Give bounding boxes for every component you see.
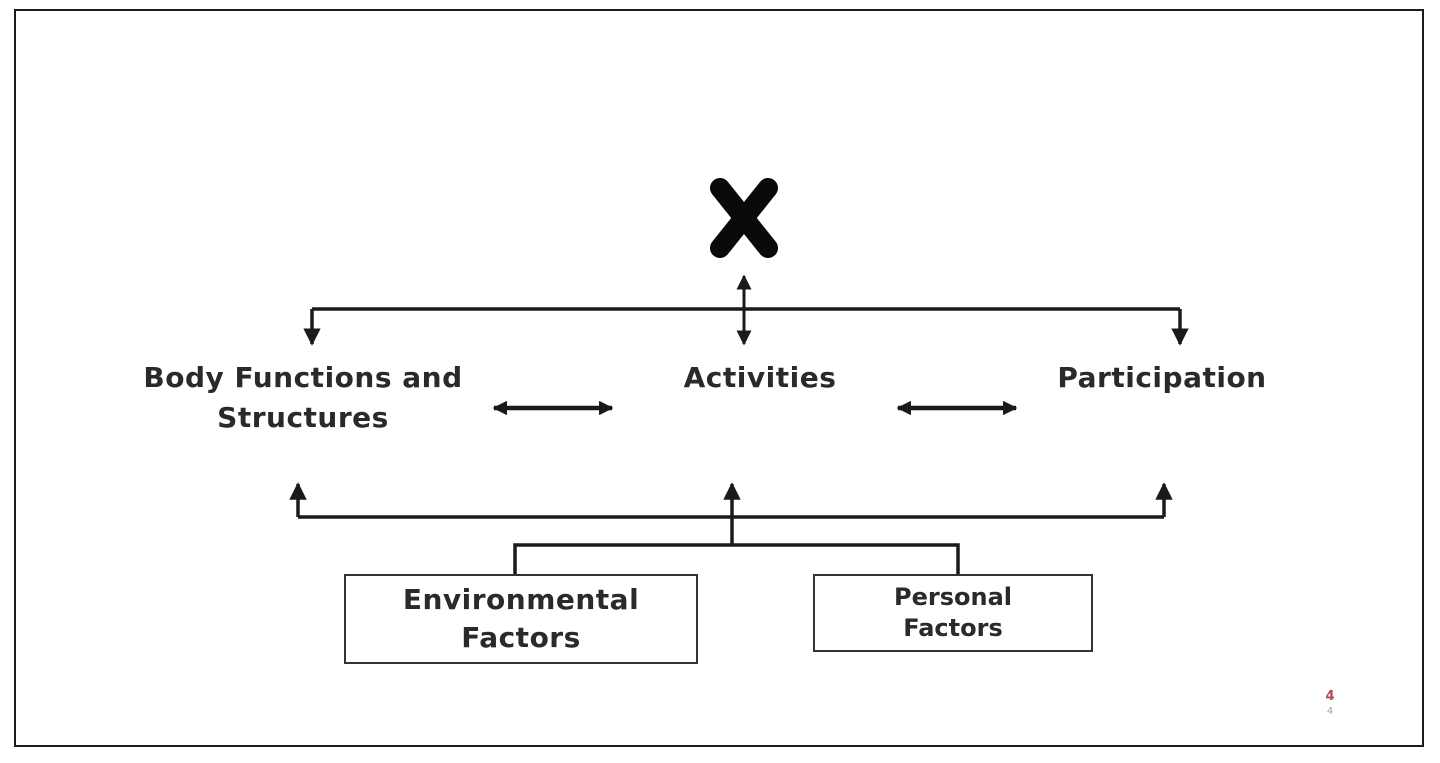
personal-factors-line1: Personal — [894, 583, 1012, 611]
page-number-sub: 4 — [1326, 706, 1334, 717]
environmental-factors-line1: Environmental — [402, 583, 640, 616]
body-functions-node: Body Functions and Structures — [110, 358, 496, 438]
environmental-factors-line2: Factors — [461, 621, 581, 654]
body-functions-line2: Structures — [217, 401, 389, 434]
environmental-factors-box: Environmental Factors — [344, 574, 698, 664]
body-functions-line1: Body Functions and — [143, 361, 463, 394]
page-number: 4 — [1325, 689, 1335, 704]
slide-frame — [14, 9, 1424, 747]
x-mark-icon — [710, 178, 778, 258]
personal-factors-line2: Factors — [903, 614, 1003, 642]
factors-connector — [513, 543, 960, 576]
personal-factors-box: Personal Factors — [813, 574, 1093, 652]
participation-node: Participation — [1057, 361, 1267, 394]
activities-node: Activities — [683, 361, 837, 394]
